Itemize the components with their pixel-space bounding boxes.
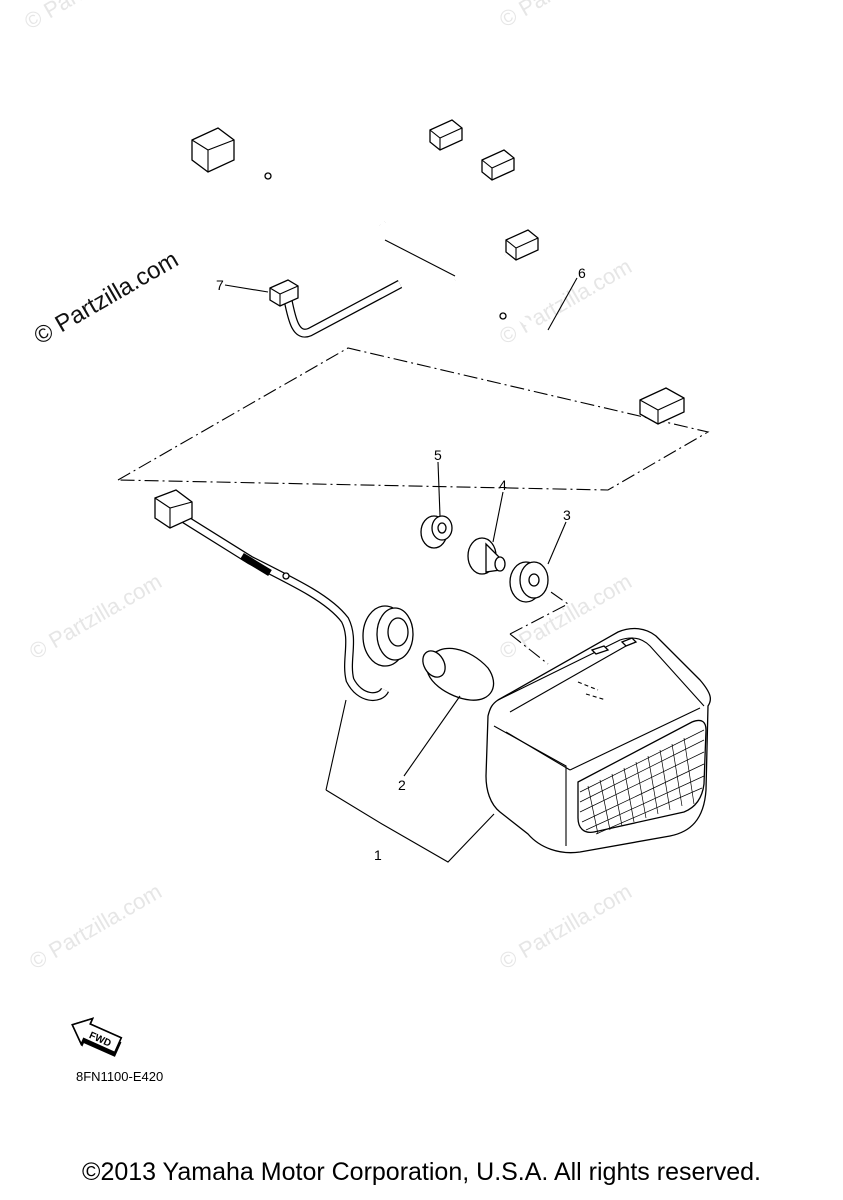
watermark-faint: © Partzilla.com xyxy=(25,569,166,665)
diagram-code: 8FN1100-E420 xyxy=(76,1069,164,1084)
sub-harness xyxy=(269,279,403,338)
callout-2: 2 xyxy=(398,777,406,793)
watermark-faint: © Partzilla.com xyxy=(495,879,636,975)
copyright-notice: ©2013 Yamaha Motor Corporation, U.S.A. A… xyxy=(82,1158,761,1186)
grommets xyxy=(420,515,549,603)
assembly-outline xyxy=(116,347,710,665)
taillight-housing xyxy=(485,627,712,854)
callout-1: 1 xyxy=(374,847,382,863)
watermark-main: © Partzilla.com xyxy=(30,246,184,350)
watermark-faint: © Partzilla.com xyxy=(495,254,636,350)
wiring-harness xyxy=(191,119,685,425)
callout-3: 3 xyxy=(563,507,571,523)
watermark-faint: © Partzilla.com xyxy=(20,0,161,34)
callout-4: 4 xyxy=(499,477,507,493)
bulb xyxy=(422,647,495,701)
watermark-faint: © Partzilla.com xyxy=(495,0,636,32)
fwd-arrow-icon: FWD xyxy=(71,1017,123,1057)
leader-lines xyxy=(224,277,578,863)
callout-6: 6 xyxy=(578,265,586,281)
socket-assembly xyxy=(154,489,414,701)
callout-5: 5 xyxy=(434,447,442,463)
lens-grid xyxy=(579,729,705,835)
callout-7: 7 xyxy=(216,277,224,293)
watermark-faint: © Partzilla.com xyxy=(25,879,166,975)
